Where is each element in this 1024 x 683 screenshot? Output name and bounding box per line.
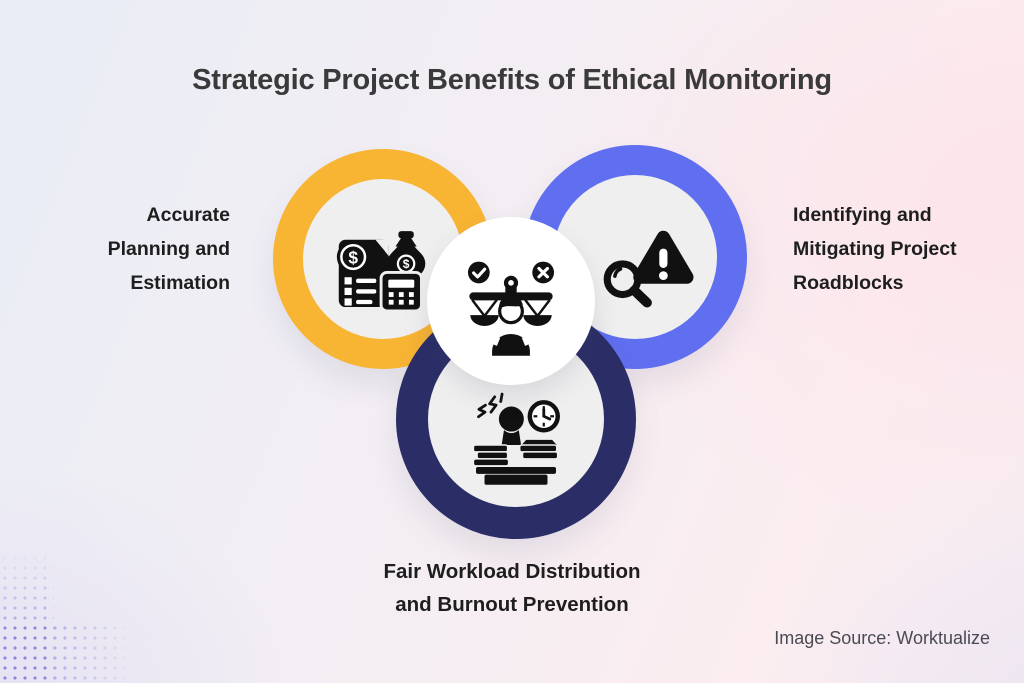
label-roadblocks: Identifying and Mitigating Project Roadb… — [793, 204, 957, 294]
burnout-desk-icon — [466, 392, 566, 490]
image-source-credit: Image Source: Worktualize — [774, 628, 990, 648]
estimation-calculator-icon: $ $ — [333, 228, 433, 318]
ethical-balance-icon — [458, 259, 564, 361]
halftone-dots-decoration — [0, 623, 140, 683]
page-title: Strategic Project Benefits of Ethical Mo… — [192, 64, 832, 96]
label-planning: Accurate Planning and Estimation — [107, 204, 230, 294]
svg-text:$: $ — [348, 247, 358, 267]
label-workload: Fair Workload Distribution and Burnout P… — [383, 560, 641, 616]
risk-magnifier-icon — [596, 229, 694, 314]
circle-ethical-center — [427, 217, 595, 385]
svg-text:$: $ — [403, 257, 410, 271]
